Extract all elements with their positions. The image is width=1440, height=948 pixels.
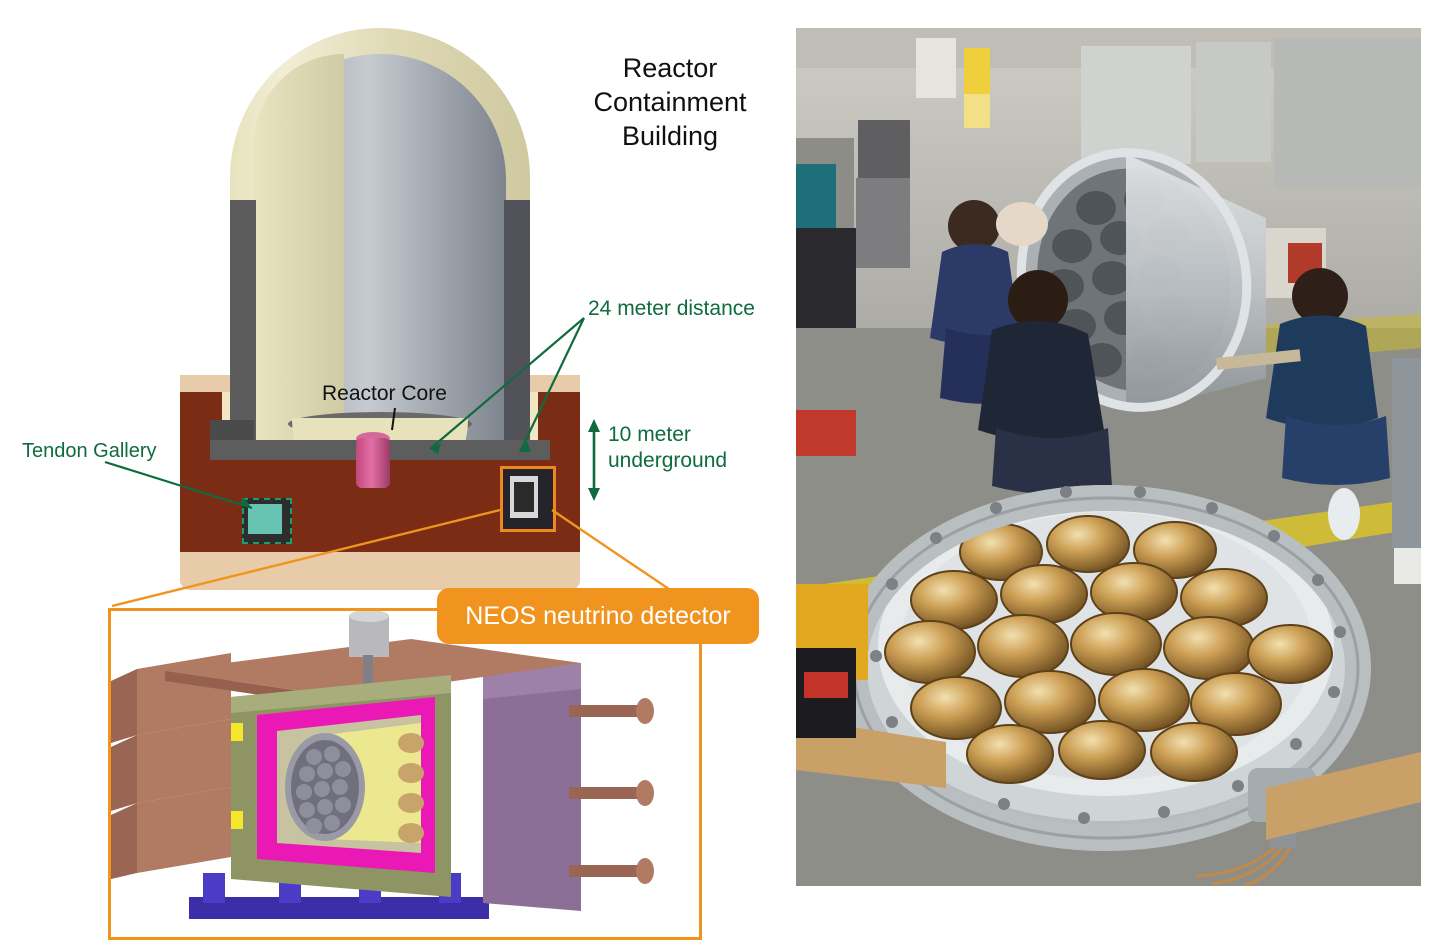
ledge-left <box>210 420 254 442</box>
wall-poster-1 <box>916 38 956 98</box>
pmt-array-front <box>884 515 1333 784</box>
panel-title-line-2: Containment <box>593 86 747 117</box>
label-depth-line-2: underground <box>608 449 728 473</box>
chimney-neck <box>363 655 373 697</box>
reactor-core <box>356 438 390 488</box>
label-24-meter-distance: 24 meter distance <box>588 297 755 320</box>
hvac-unit-1 <box>1081 46 1191 164</box>
wall-sign-yellow <box>964 48 990 94</box>
hvac-unit-2 <box>1196 42 1271 162</box>
photograph-content <box>796 28 1421 886</box>
label-reactor-core: Reactor Core <box>322 382 447 405</box>
schematic-panel: Reactor Containment Building <box>22 20 780 940</box>
hvac-unit-3 <box>1274 38 1421 188</box>
pmt-dots <box>296 746 351 834</box>
detector-inset-box <box>108 608 702 940</box>
photograph-panel <box>796 28 1421 886</box>
wood-beam-right <box>1266 752 1421 840</box>
label-depth-line-1: 10 meter <box>608 423 691 446</box>
worker-center <box>978 202 1112 494</box>
containment-interior-wall <box>254 54 344 452</box>
worker-far-right <box>1392 358 1421 584</box>
shield-block-right <box>483 663 581 911</box>
water-bottle <box>1328 488 1360 540</box>
detector-location-inner <box>510 476 538 518</box>
cable-bundle <box>1195 846 1292 886</box>
wedge-left-2 <box>137 719 231 803</box>
tendon-gallery-inner <box>248 504 282 534</box>
wall-right <box>504 200 530 450</box>
wall-left <box>230 200 256 450</box>
black-case <box>796 228 856 338</box>
panel-title-line-1: Reactor <box>622 53 718 83</box>
radiation-sign <box>964 94 990 128</box>
wedge-left-3 <box>137 787 231 873</box>
containment-building-drawing <box>170 20 590 590</box>
shield-olive-top <box>231 675 451 713</box>
chimney-top <box>349 611 389 622</box>
red-jack <box>796 410 856 456</box>
support-frame <box>189 897 489 919</box>
detector-callout-label: NEOS neutrino detector <box>465 601 731 630</box>
label-tendon-gallery: Tendon Gallery <box>22 440 157 462</box>
label-10-meter-underground: 10 meter underground <box>608 422 727 475</box>
panel-title: Reactor Containment Building <box>560 52 780 153</box>
pmt-right-bank <box>398 733 424 843</box>
wedge-left-tip-1 <box>111 669 137 743</box>
wedge-left-tip-3 <box>111 803 137 879</box>
equipment-stack <box>856 178 910 268</box>
detector-callout-badge: NEOS neutrino detector <box>437 588 759 644</box>
accent-yellow-2 <box>231 811 243 829</box>
panel-title-line-3: Building <box>621 120 719 151</box>
equipment-box <box>858 120 910 180</box>
support-leg-1 <box>203 873 225 903</box>
wedge-left-tip-2 <box>111 735 137 811</box>
detector-cutaway-drawing <box>111 611 654 919</box>
worker-right <box>1216 268 1390 485</box>
tool-case-logo <box>804 672 848 698</box>
muon-counter-tubes <box>569 698 654 884</box>
flange-bolts <box>870 486 1346 824</box>
accent-yellow-1 <box>231 723 243 741</box>
